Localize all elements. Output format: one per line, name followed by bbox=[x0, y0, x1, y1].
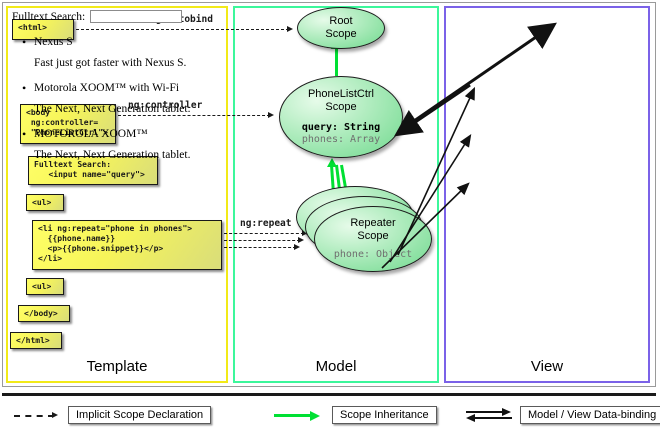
code-box-fulltext-search: Fulltext Search: <input name="query"> bbox=[28, 156, 158, 185]
scope-phonelistctrl-prop-query: query: String bbox=[301, 122, 381, 133]
legend-item-model-view-data-binding: Model / View Data-binding bbox=[466, 405, 660, 425]
scope-phonelistctrl-title-line1: PhoneListCtrl bbox=[307, 88, 375, 100]
scope-phonelistctrl-title-line2: Scope bbox=[325, 101, 357, 113]
panel-view: View bbox=[444, 6, 650, 383]
edge-line-repeat-1 bbox=[224, 233, 304, 234]
edge-arrow-controller bbox=[268, 111, 274, 118]
scope-phonelistctrl-prop-phones: phones: Array bbox=[301, 134, 381, 145]
scope-phonelistctrl: PhoneListCtrl Scope query: String phones… bbox=[279, 76, 403, 158]
edge-arrow-repeat-3 bbox=[294, 243, 300, 250]
legend-label-scope-inheritance: Scope Inheritance bbox=[332, 406, 437, 424]
view-search-label: Fulltext Search: bbox=[12, 10, 86, 23]
edge-label-repeat: ng:repeat bbox=[240, 218, 292, 229]
scope-repeater-title-line1: Repeater bbox=[350, 217, 396, 229]
panel-view-label: View bbox=[530, 358, 564, 375]
legend-green-arrow-icon bbox=[274, 410, 324, 421]
scope-repeater: Repeater Scope phone: Object bbox=[314, 206, 432, 272]
panel-template-label: Template bbox=[86, 358, 148, 375]
view-phone-name: Motorola XOOM™ with Wi-Fi bbox=[12, 81, 197, 96]
scope-repeater-prop-phone: phone: Object bbox=[333, 249, 413, 260]
code-box-ul-close: <ul> bbox=[26, 278, 64, 295]
scope-repeater-title-line2: Scope bbox=[357, 230, 389, 242]
code-box-ul-open: <ul> bbox=[26, 194, 64, 211]
edge-label-controller: ng:controller bbox=[128, 100, 203, 111]
inheritance-arrow-repeat-to-ctrl bbox=[326, 158, 337, 167]
legend-item-scope-inheritance: Scope Inheritance bbox=[274, 405, 437, 425]
scope-root: Root Scope bbox=[297, 7, 385, 49]
legend-dashed-arrow-icon bbox=[14, 410, 60, 420]
view-phone-snippet: The Next, Next Generation tablet. bbox=[34, 103, 191, 115]
legend-separator bbox=[2, 393, 656, 396]
view-phone-name: Nexus S bbox=[12, 35, 197, 50]
view-phone-list: Nexus S Fast just got faster with Nexus … bbox=[12, 35, 197, 161]
view-phone-list-item: Nexus S Fast just got faster with Nexus … bbox=[12, 35, 197, 69]
view-rendered-output: Fulltext Search: Nexus S Fast just got f… bbox=[12, 10, 197, 161]
edge-arrow-repeat-2 bbox=[298, 236, 304, 243]
scope-root-title-line1: Root bbox=[329, 15, 353, 27]
view-search-input[interactable] bbox=[90, 10, 183, 23]
edge-line-autobind bbox=[76, 29, 289, 30]
edge-arrow-autobind bbox=[287, 25, 293, 32]
legend-label-model-view-data-binding: Model / View Data-binding bbox=[520, 406, 660, 424]
view-phone-name: MOTOROLA XOOM™ bbox=[12, 127, 197, 142]
edge-line-controller bbox=[118, 115, 270, 116]
edge-line-repeat-3 bbox=[224, 247, 296, 248]
panel-model-label: Model bbox=[315, 358, 357, 375]
edge-line-repeat-2 bbox=[224, 240, 300, 241]
code-box-html-close: </html> bbox=[10, 332, 62, 349]
legend-label-implicit-scope-declaration: Implicit Scope Declaration bbox=[68, 406, 212, 424]
view-phone-snippet: Fast just got faster with Nexus S. bbox=[34, 57, 187, 69]
view-phone-list-item: MOTOROLA XOOM™ The Next, Next Generation… bbox=[12, 127, 197, 161]
scope-root-title-line2: Scope bbox=[325, 28, 357, 40]
view-search-row: Fulltext Search: bbox=[12, 10, 197, 23]
code-box-body-close: </body> bbox=[18, 305, 70, 322]
legend: Implicit Scope Declaration Scope Inherit… bbox=[0, 404, 660, 430]
code-box-li-repeat: <li ng:repeat="phone in phones"> {{phone… bbox=[32, 220, 222, 270]
view-phone-list-item: Motorola XOOM™ with Wi-Fi The Next, Next… bbox=[12, 81, 197, 115]
legend-double-arrow-icon bbox=[466, 407, 512, 422]
inheritance-line-ctrl-to-root bbox=[335, 46, 338, 76]
legend-item-implicit-scope-declaration: Implicit Scope Declaration bbox=[14, 405, 212, 425]
view-phone-snippet: The Next, Next Generation tablet. bbox=[34, 149, 191, 161]
